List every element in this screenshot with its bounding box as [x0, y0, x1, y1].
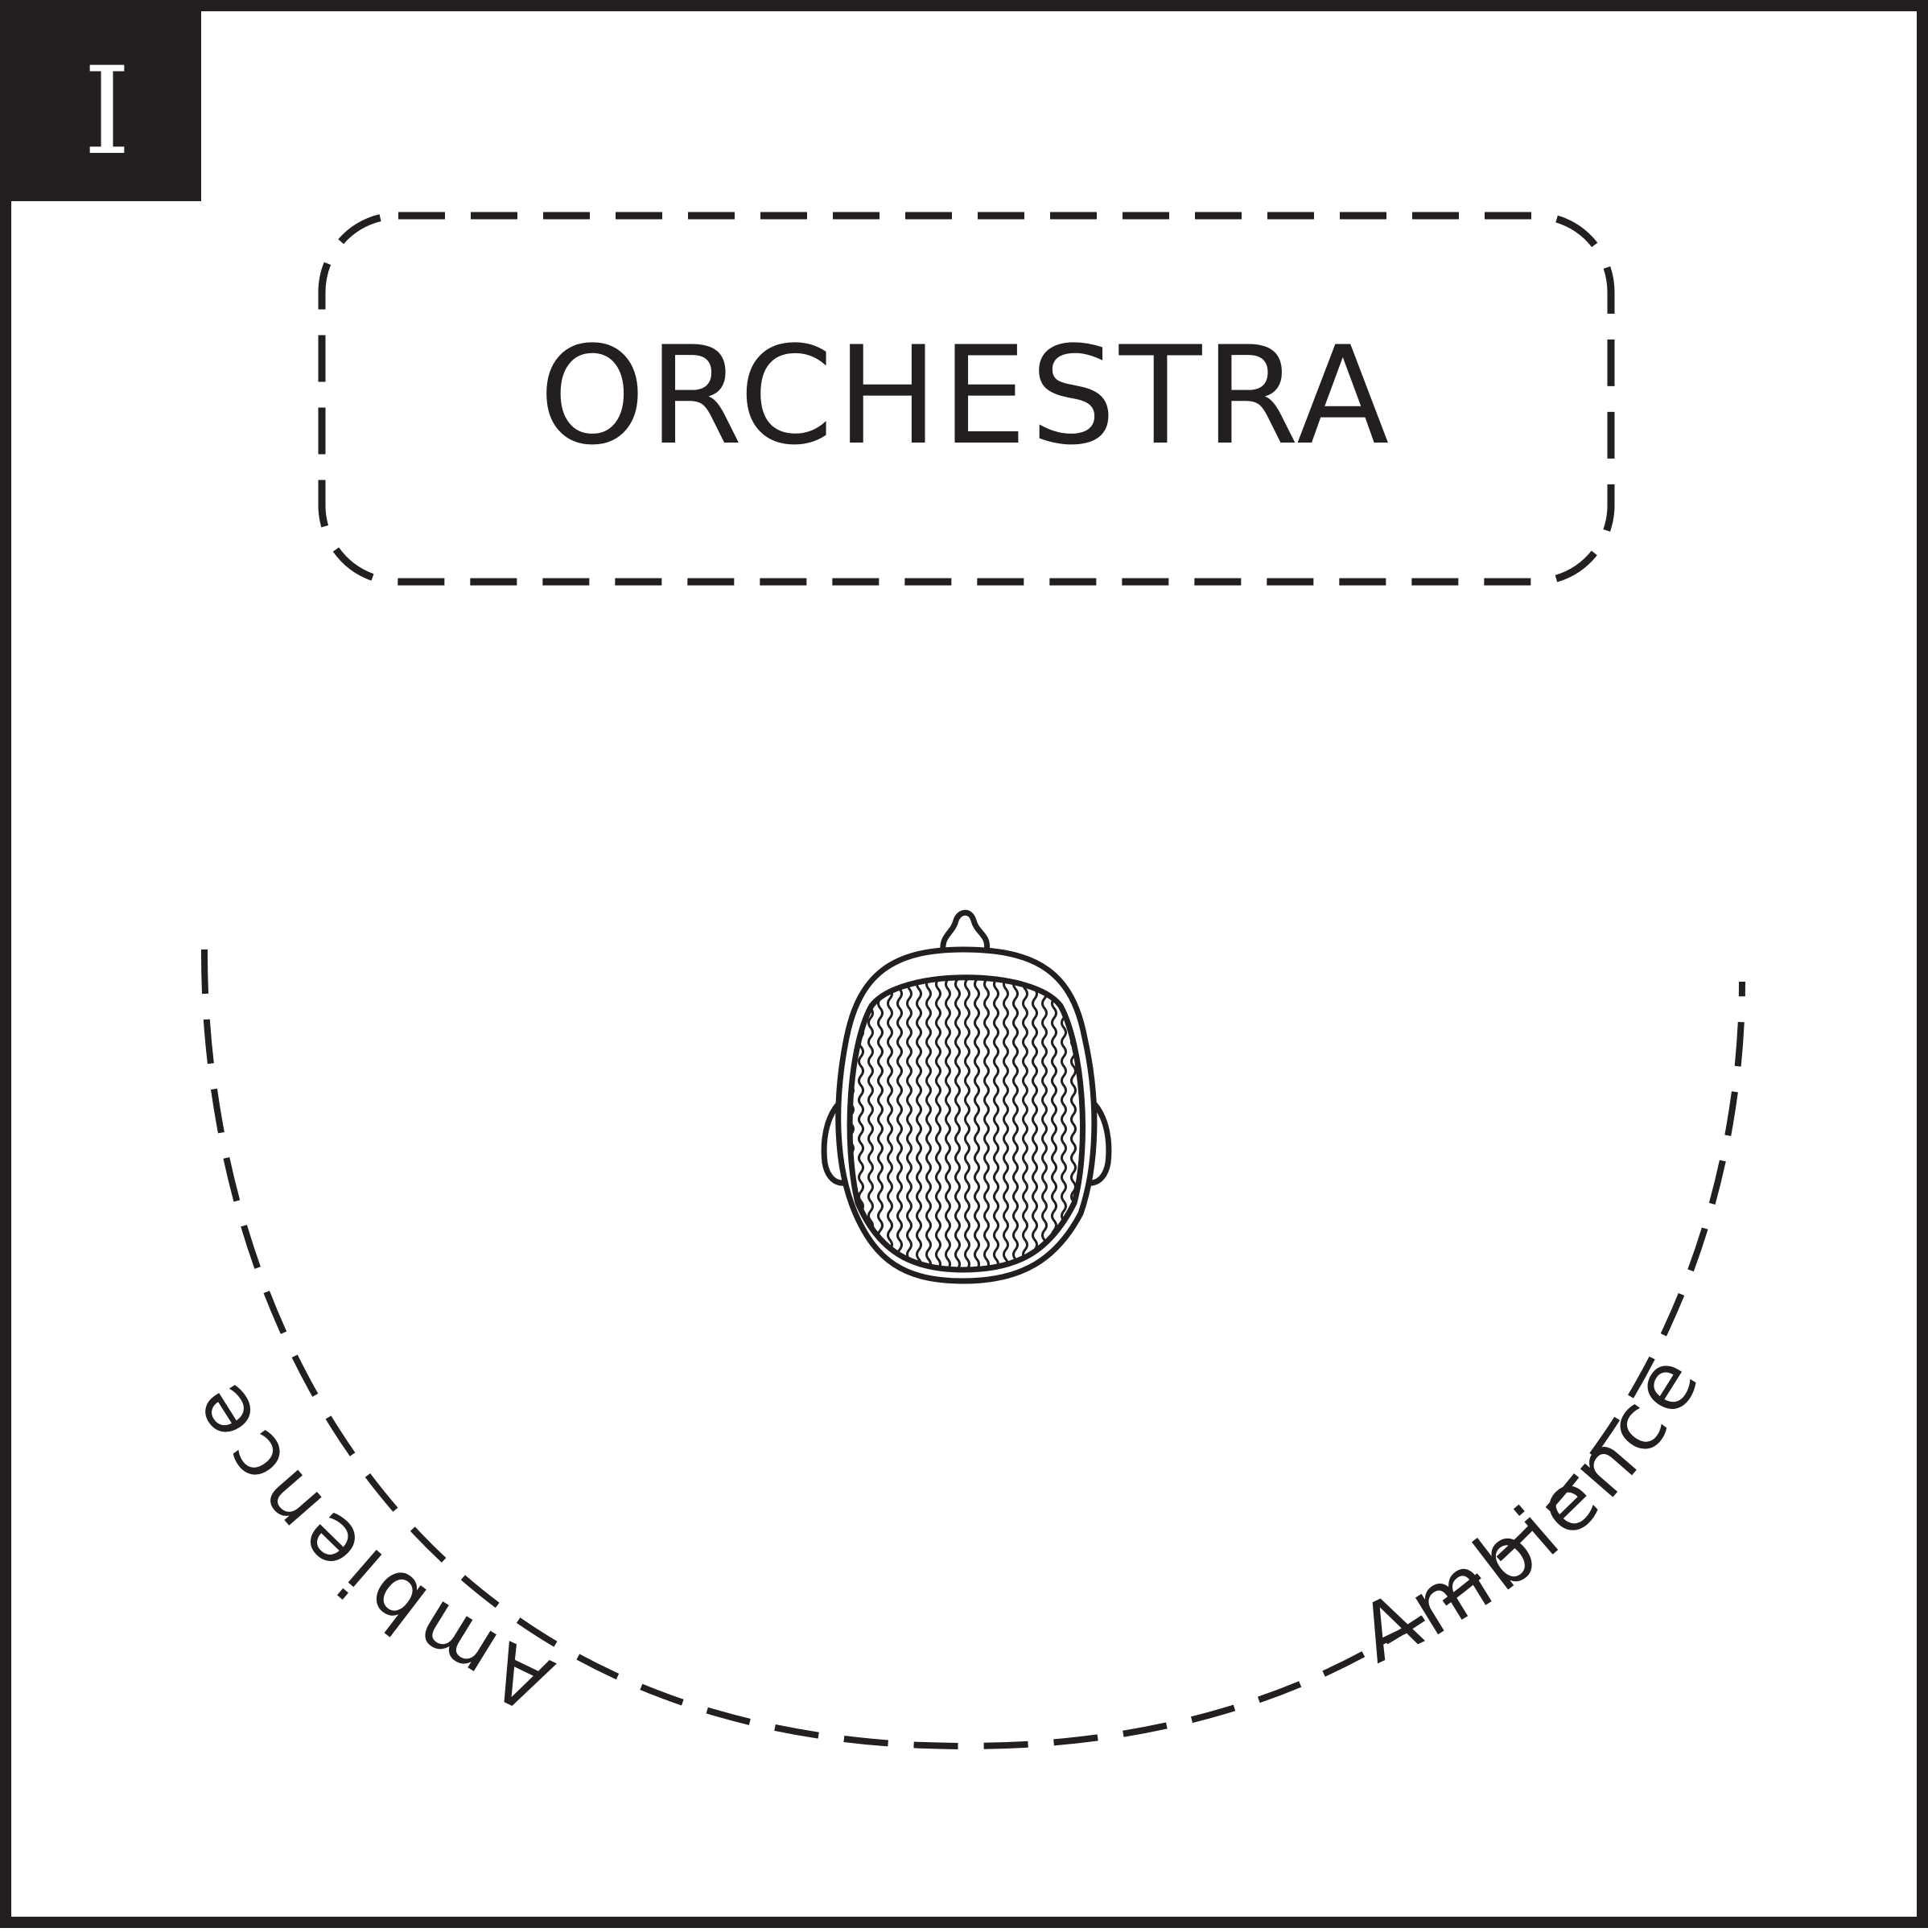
- hair-strand: [1032, 977, 1038, 1270]
- hair-strand: [1022, 977, 1028, 1270]
- ambience-arc: [200, 949, 1745, 1750]
- ambience-label-left: Ambience: [169, 1363, 566, 1729]
- hair-strand: [1003, 977, 1009, 1270]
- hair-strand: [877, 977, 884, 1270]
- hair-strand: [974, 977, 980, 1270]
- hair-strand: [896, 977, 903, 1270]
- hair-strand: [867, 977, 874, 1270]
- hair-strand: [964, 977, 970, 1270]
- hair-strand: [916, 977, 922, 1270]
- hair-strand: [906, 977, 913, 1270]
- hair-strand: [1041, 977, 1048, 1270]
- section-badge: [0, 0, 201, 201]
- ambience-label-right: Ambience: [1345, 1335, 1720, 1682]
- listener-head-icon: [821, 909, 1112, 1284]
- nose-icon: [940, 909, 991, 954]
- hair-strand: [887, 977, 893, 1270]
- hair-strand: [1012, 977, 1019, 1270]
- hair-strand: [935, 977, 941, 1270]
- hair-strand: [983, 977, 990, 1270]
- hair-strand: [945, 977, 951, 1270]
- orchestra-label: ORCHESTRA: [539, 317, 1393, 475]
- hair-strand: [1051, 977, 1057, 1270]
- hair-strand: [954, 977, 961, 1270]
- hair-strand: [993, 977, 999, 1270]
- section-badge-label: I: [83, 42, 130, 182]
- hair-strand: [925, 977, 932, 1270]
